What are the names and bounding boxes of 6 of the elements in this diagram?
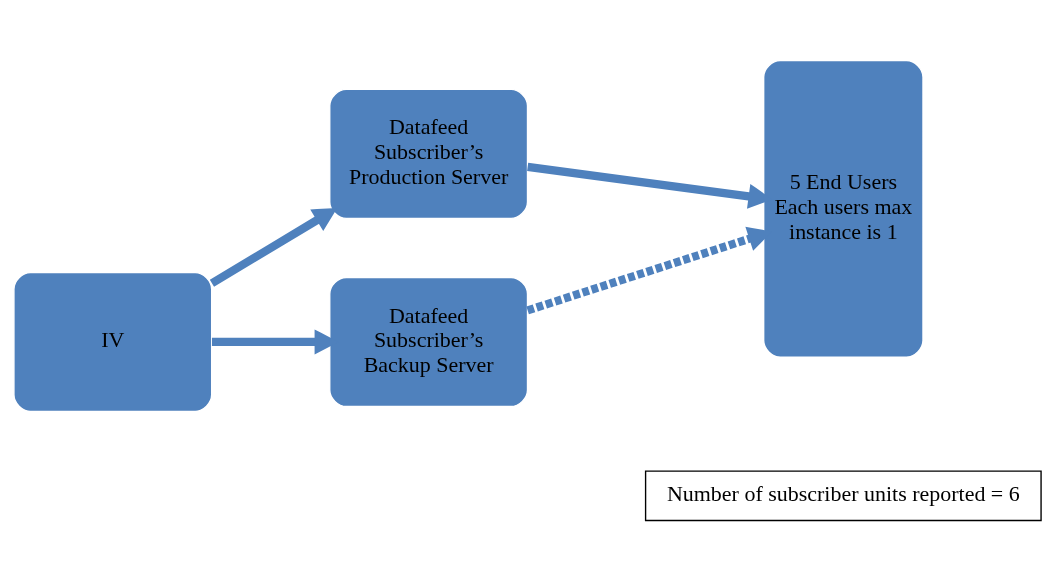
node-box: Datafeed Subscriber’s Backup Server: [329, 276, 529, 407]
node-box: 5 End Users Each users max instance is 1: [763, 59, 924, 358]
node-box: IV: [13, 271, 213, 412]
node-box: Datafeed Subscriber’s Production Server: [329, 88, 529, 219]
arrow: [209, 207, 338, 287]
node-box: Number of subscriber units reported = 6: [644, 469, 1042, 521]
